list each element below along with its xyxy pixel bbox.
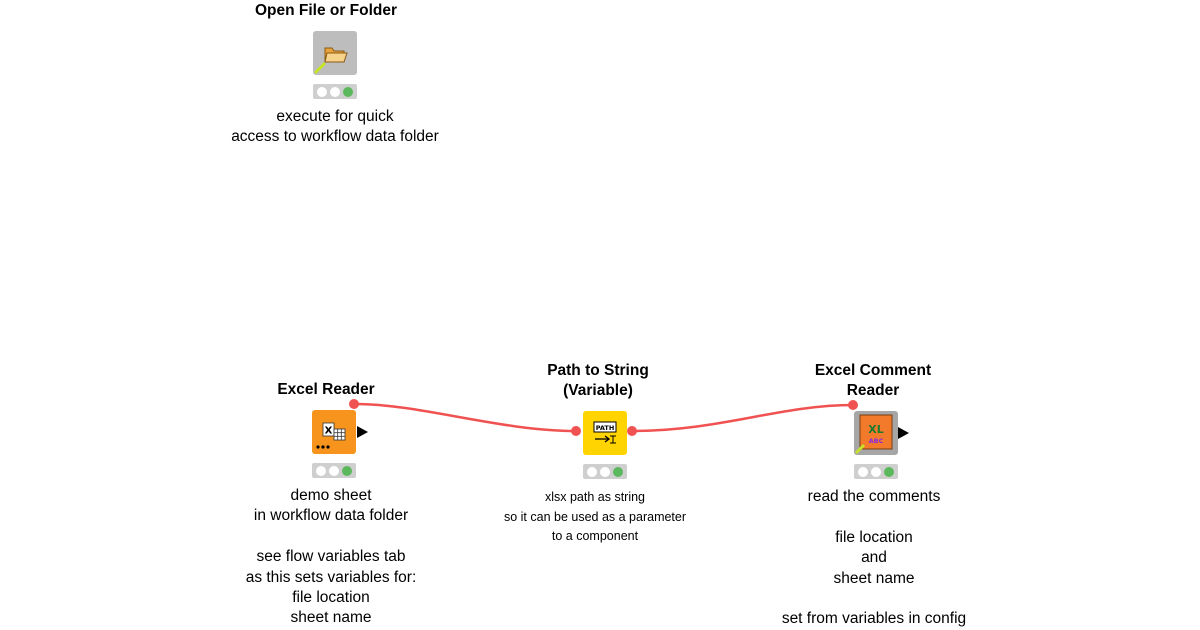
svg-text:PATH: PATH: [596, 424, 615, 432]
node-body[interactable]: X: [312, 410, 356, 454]
node-body[interactable]: PATH: [583, 411, 627, 455]
variable-connection-excel-to-path[interactable]: [355, 402, 577, 433]
status-light-yellow: [330, 86, 340, 97]
node-annotation: execute for quick access to workflow dat…: [231, 108, 439, 145]
status-light-green: [342, 465, 352, 476]
svg-text:XL: XL: [868, 423, 884, 436]
node-annotation: read the comments file location and shee…: [781, 488, 967, 628]
node-body[interactable]: XL ABC: [854, 411, 898, 455]
status-light-green: [613, 466, 623, 477]
output-port[interactable]: [357, 426, 368, 438]
status-light-green: [884, 466, 894, 477]
status-light-yellow: [871, 466, 881, 477]
node-title: Open File or Folder: [254, 2, 398, 19]
status-light-yellow: [600, 466, 610, 477]
node-annotation: demo sheet in workflow data folder see f…: [245, 487, 417, 627]
status-light-red: [316, 465, 326, 476]
excel-comment-icon: XL ABC: [854, 414, 893, 455]
node-title: Excel Comment Reader: [814, 362, 932, 399]
node-status-indicator: [854, 464, 898, 479]
status-light-green: [343, 86, 353, 97]
svg-text:ABC: ABC: [869, 437, 884, 445]
flow-variable-input-port[interactable]: [571, 426, 581, 436]
status-light-yellow: [329, 465, 339, 476]
flow-variable-input-port[interactable]: [848, 400, 858, 410]
path-icon: PATH: [593, 421, 617, 444]
status-light-red: [317, 86, 327, 97]
node-title: Excel Reader: [277, 381, 375, 398]
status-light-red: [587, 466, 597, 477]
node-annotation: xlsx path as string so it can be used as…: [503, 490, 687, 543]
node-status-indicator: [583, 464, 627, 479]
node-body[interactable]: [313, 31, 357, 75]
node-status-indicator: [313, 84, 357, 99]
folder-icon: [313, 47, 348, 75]
status-light-red: [858, 466, 868, 477]
flow-variable-port[interactable]: [349, 399, 359, 409]
svg-text:X: X: [325, 426, 333, 437]
node-title: Path to String (Variable): [547, 362, 649, 399]
excel-table-icon: X: [316, 422, 346, 449]
output-port[interactable]: [898, 427, 909, 439]
variable-connection-path-to-comment[interactable]: [631, 403, 854, 433]
node-status-indicator: [312, 463, 356, 478]
flow-variable-output-port[interactable]: [627, 426, 637, 436]
